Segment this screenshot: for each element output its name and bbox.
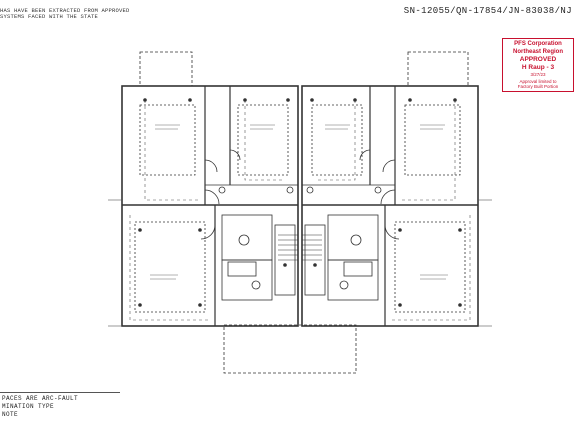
stamp-approved: APPROVED	[519, 56, 557, 63]
notes-divider	[0, 392, 120, 393]
note-line-2: MINATION TYPE	[2, 403, 55, 410]
stamp-company: PFS Corporation	[514, 41, 562, 47]
stamp-region: Northeast Region	[512, 48, 563, 55]
porch-bottom	[223, 324, 357, 374]
stamp-date: 3/27/23	[530, 72, 546, 77]
porch-top-left	[139, 51, 193, 87]
approval-stamp: PFS Corporation Northeast Region APPROVE…	[502, 38, 574, 92]
stamp-limit-line-1: Approval limited to	[519, 78, 557, 84]
stamp-signer: H Raup - 3	[521, 63, 555, 71]
top-note-line-2: SYSTEMS FACED WITH THE STATE	[0, 13, 99, 20]
note-line-1: PACES ARE ARC-FAULT	[2, 395, 79, 402]
stamp-limit-line-2: Factory Built Portion	[517, 83, 559, 89]
bottom-notes: PACES ARE ARC-FAULT MINATION TYPE NOTE	[2, 395, 78, 419]
porch-top-right	[407, 51, 469, 87]
unit-right-outline	[301, 85, 479, 327]
top-left-note: HAS HAVE BEEN EXTRACTED FROM APPROVED SY…	[0, 8, 130, 20]
serial-number: SN-12055/QN-17854/JN-83038/NJ	[403, 6, 572, 16]
note-line-3: NOTE	[2, 411, 19, 418]
unit-left-outline	[121, 85, 299, 327]
top-note-line-1: HAS HAVE BEEN EXTRACTED FROM APPROVED	[0, 7, 130, 14]
